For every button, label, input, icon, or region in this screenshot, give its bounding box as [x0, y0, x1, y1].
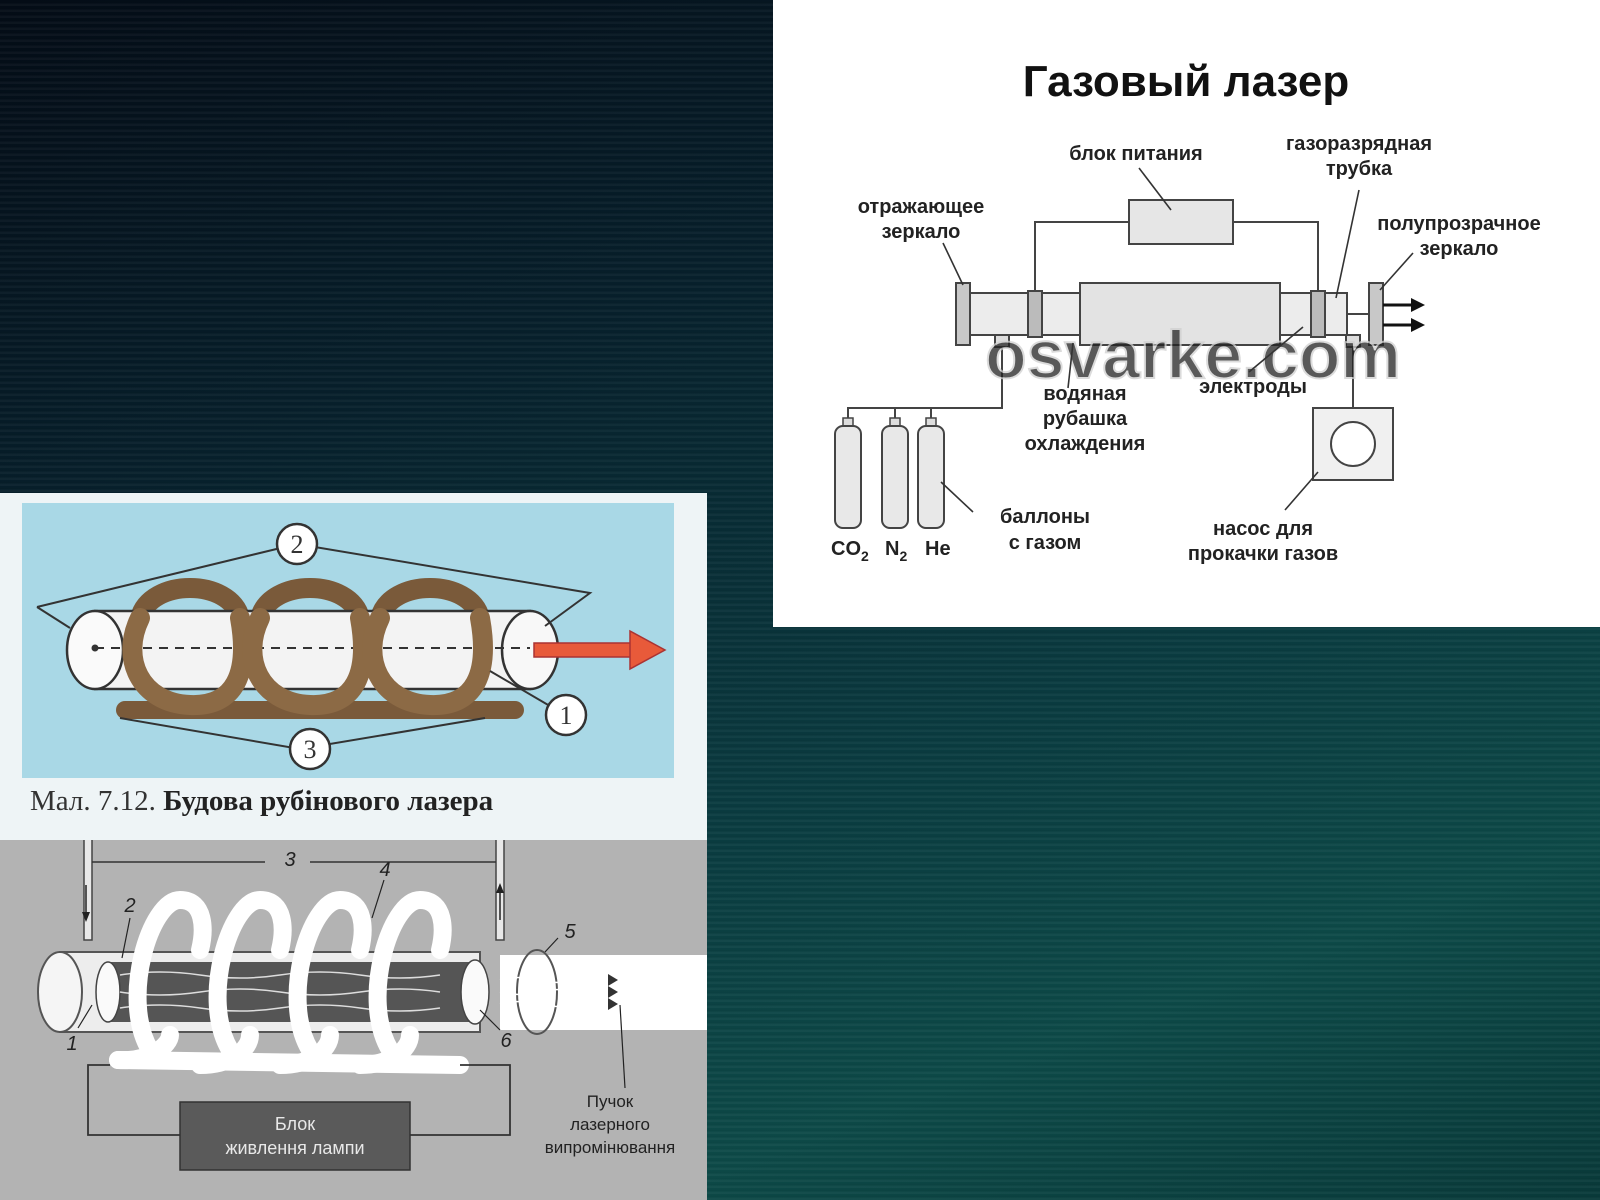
number-1: 1 — [66, 1033, 77, 1055]
gas-cylinders — [834, 417, 945, 529]
gas-laser-diagram: Газовый лазер — [773, 0, 1600, 627]
flash-lamp-coil-front — [122, 608, 493, 716]
lamp-power-block — [179, 1101, 411, 1171]
label-water-jacket-2: рубашка — [1043, 408, 1128, 430]
flash-lamp-coils — [109, 890, 469, 1074]
label-cylinders-1: баллоны — [1000, 506, 1090, 528]
power-block-label-2: живлення лампи — [225, 1138, 364, 1158]
label-power-supply: блок питания — [1069, 143, 1202, 165]
ruby-rod — [93, 609, 532, 691]
svg-text:1: 1 — [560, 701, 573, 730]
power-supply-box — [1128, 199, 1234, 245]
beam-label-1: Пучок — [587, 1092, 634, 1111]
label-reflect-mirror-2: зеркало — [882, 221, 961, 243]
ruby-caption: Мал. 7.12. Будова рубінового лазера — [30, 785, 494, 817]
rear-mirror — [95, 961, 121, 1023]
svg-text:2: 2 — [291, 530, 304, 559]
label-discharge-tube-2: трубка — [1326, 158, 1393, 180]
label-gas-co2: CO2 — [831, 538, 869, 564]
gas-laser-svg: Газовый лазер — [831, 57, 1541, 565]
watermark: osvarke.com — [985, 317, 1401, 393]
pumped-laser-diagram: Блок живлення лампи 3 4 2 5 1 6 Пучок ла… — [0, 840, 707, 1200]
label-electrodes: электроды — [1199, 376, 1307, 398]
water-jacket — [1079, 282, 1281, 346]
number-6: 6 — [500, 1030, 512, 1052]
label-reflect-mirror-1: отражающее — [858, 196, 985, 218]
gas-laser-title: Газовый лазер — [1023, 57, 1350, 106]
pump-rotor — [1330, 421, 1376, 467]
label-gas-he: He — [925, 538, 951, 560]
flash-lamp-coil-back — [130, 578, 490, 628]
label-water-jacket-1: водяная — [1043, 383, 1126, 405]
label-discharge-tube-1: газоразрядная — [1286, 133, 1432, 155]
electrode-right — [1310, 290, 1326, 338]
label-pump-1: насос для — [1213, 518, 1313, 540]
label-gas-n2: N2 — [885, 538, 907, 564]
power-wire-left — [1034, 221, 1129, 295]
number-5: 5 — [564, 921, 576, 943]
svg-text:3: 3 — [304, 735, 317, 764]
number-2: 2 — [123, 895, 135, 917]
power-wire-right — [1233, 221, 1319, 295]
electrode-left — [1027, 290, 1043, 338]
label-semi-mirror-1: полупрозрачное — [1377, 213, 1540, 235]
marker-2 — [275, 522, 319, 566]
laser-beam — [533, 642, 635, 658]
number-3: 3 — [284, 849, 295, 871]
beam-label-3: випромінювання — [545, 1138, 676, 1157]
marker-1 — [544, 693, 588, 737]
output-lens — [516, 949, 558, 1035]
marker-3 — [288, 727, 332, 771]
label-pump-2: прокачки газов — [1188, 543, 1338, 565]
beam-label-2: лазерного — [570, 1115, 650, 1134]
label-water-jacket-3: охлаждения — [1025, 433, 1146, 455]
ruby-laser-diagram: 2 3 1 Мал. 7.12. Будова рубінового лазер… — [0, 493, 707, 840]
number-4: 4 — [379, 859, 390, 881]
reflecting-mirror — [955, 282, 971, 346]
pumped-laser-svg: Блок живлення лампи 3 4 2 5 1 6 Пучок ла… — [37, 840, 707, 1171]
label-semi-mirror-2: зеркало — [1420, 238, 1499, 260]
output-mirror — [460, 959, 490, 1025]
output-beam-channel — [500, 955, 707, 1030]
label-cylinders-2: с газом — [1009, 532, 1082, 554]
power-block-label-1: Блок — [275, 1114, 315, 1134]
ruby-laser-svg: 2 3 1 Мал. 7.12. Будова рубінового лазер… — [22, 503, 674, 817]
gas-feed-pipe — [847, 347, 1003, 418]
